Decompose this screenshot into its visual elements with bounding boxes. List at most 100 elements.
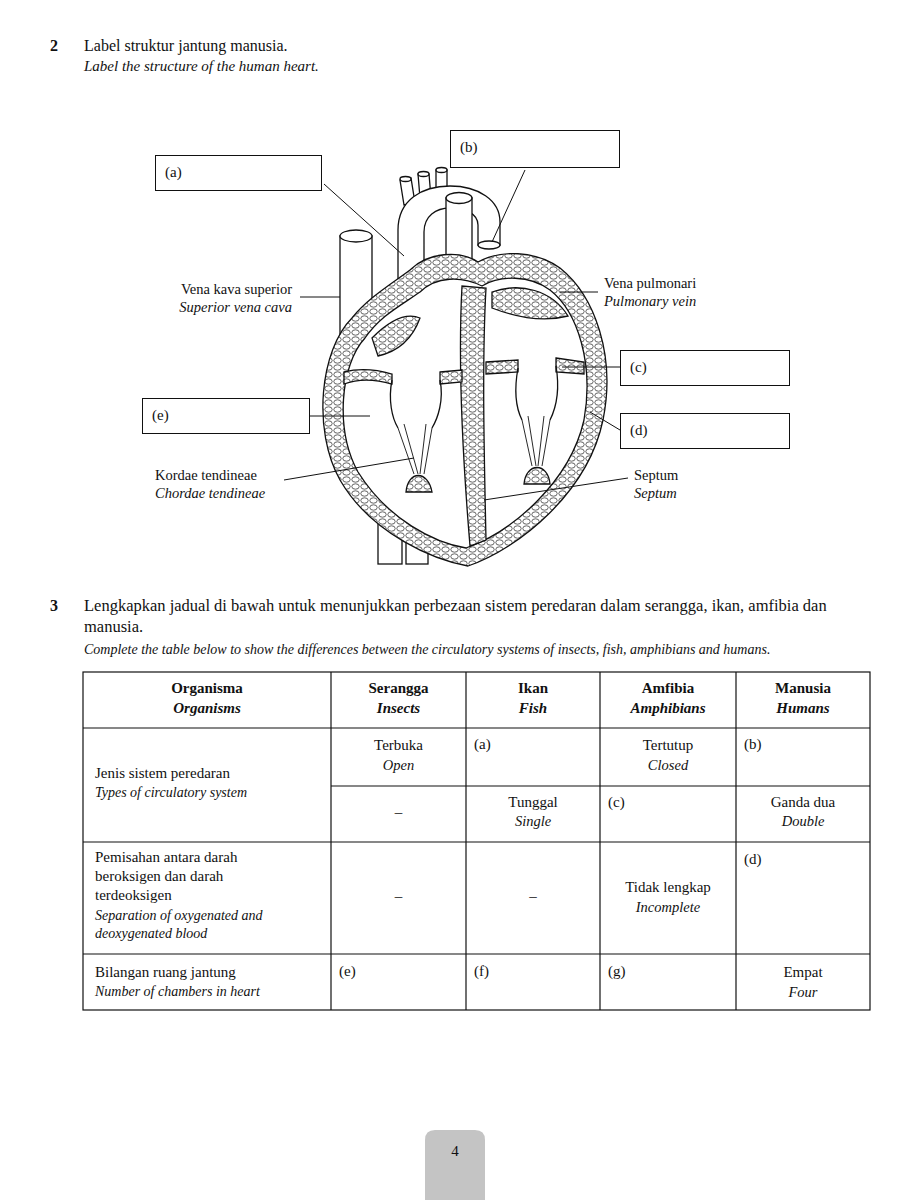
valve-ring <box>556 358 584 374</box>
heart-part <box>284 458 414 480</box>
label-text: Lengkapkan jadual di bawah untuk menunju… <box>84 596 874 637</box>
table-cell-text: Double <box>736 812 870 830</box>
table-cell-text: Serangga <box>331 679 466 698</box>
table-cell-text: Manusia <box>736 679 870 698</box>
table-cell-text: – <box>331 887 466 906</box>
table-cell-text: Fish <box>466 699 600 718</box>
label-text: Septum <box>634 484 677 502</box>
label-text: 4 <box>425 1142 485 1161</box>
answer-label: (a) <box>165 163 182 181</box>
heart-part <box>83 953 870 954</box>
table-cell-text: Organisms <box>83 699 331 718</box>
vessel-opening <box>400 177 411 182</box>
label-text: Kordae tendineae <box>155 466 257 484</box>
heart-part <box>83 727 870 728</box>
table-cell-text: (g) <box>608 962 626 981</box>
vessel-opening <box>340 230 372 242</box>
papillary-muscle <box>406 476 432 493</box>
heart-part <box>492 170 525 242</box>
valve-flap <box>550 366 558 420</box>
table-cell-text: Humans <box>736 699 870 718</box>
label-text: Septum <box>634 466 678 484</box>
table-cell-text: – <box>466 887 600 906</box>
table-cell-text: Separation of oxygenated and deoxygenate… <box>95 907 310 942</box>
table-cell-text: Tunggal <box>466 793 600 812</box>
heart-part <box>522 420 532 466</box>
atrium-texture <box>492 288 568 319</box>
table-cell-text: Organisma <box>83 679 331 698</box>
table-cell-text: Single <box>466 812 600 830</box>
heart-part <box>331 785 870 786</box>
label-text: Pulmonary vein <box>604 292 696 310</box>
label-text: 3 <box>50 596 58 616</box>
table-cell-text: Bilangan ruang jantung <box>95 963 236 982</box>
heart-part <box>735 672 736 1010</box>
label-text: Chordae tendineae <box>155 484 265 502</box>
page-tab <box>425 1130 485 1200</box>
table-cell-text: Open <box>331 756 466 774</box>
label-text: Label the structure of the human heart. <box>84 57 319 76</box>
label-text: Label struktur jantung manusia. <box>84 36 288 56</box>
heart-part <box>424 428 432 474</box>
answer-box: (b) <box>450 130 620 168</box>
heart-part <box>300 297 340 298</box>
heart-part <box>83 841 870 842</box>
heart-part <box>310 416 370 417</box>
table-cell-text: Incomplete <box>600 898 736 916</box>
label-text: Complete the table below to show the dif… <box>84 641 770 659</box>
valve-flap <box>432 380 441 428</box>
table-cell-text: Tidak lengkap <box>600 878 736 897</box>
answer-box: (d) <box>620 413 790 449</box>
table-cell-text: Closed <box>600 756 736 774</box>
heart-part <box>324 184 404 256</box>
heart-part <box>484 478 628 500</box>
chordae <box>398 416 550 474</box>
answer-label: (d) <box>630 421 648 439</box>
heart-part <box>599 672 600 1010</box>
heart-part <box>330 672 331 1010</box>
vessel-opening <box>418 172 429 177</box>
table-cell-text: Types of circulatory system <box>95 784 247 802</box>
table-cell-text: Ganda dua <box>736 793 870 812</box>
valve-ring <box>486 360 518 374</box>
label-text: Vena kava superior <box>130 280 292 298</box>
table-cell-text: Tertutup <box>600 736 736 755</box>
heart-part <box>560 292 598 293</box>
table-cell-text: Jenis sistem peredaran <box>95 764 230 783</box>
table-cell-text: Pemisahan antara darah beroksigen dan da… <box>95 848 300 904</box>
answer-label: (e) <box>152 406 169 424</box>
table-cell-text: Empat <box>736 963 870 982</box>
table-cell-text: Amphibians <box>600 699 736 718</box>
label-text: 2 <box>50 36 58 56</box>
table-cell-text: Insects <box>331 699 466 718</box>
answer-box: (e) <box>142 398 310 434</box>
table-cell-text: (b) <box>744 735 762 754</box>
leader-lines <box>284 170 628 500</box>
answer-box: (a) <box>155 155 322 191</box>
table-cell-text: Terbuka <box>331 736 466 755</box>
valve-ring <box>440 370 462 384</box>
table-cell-text: (e) <box>339 962 356 981</box>
vessel-opening <box>446 193 472 204</box>
heart-part <box>542 420 550 466</box>
vessel-opening <box>436 168 447 173</box>
heart-cavity <box>343 278 587 548</box>
table-cell-text: (f) <box>474 962 489 981</box>
papillary-muscle <box>524 468 550 485</box>
heart-part <box>420 424 426 474</box>
answer-box: (c) <box>620 350 790 386</box>
table-cell-text: Four <box>736 983 870 1001</box>
heart-part <box>590 412 620 430</box>
table-grid <box>83 672 870 1010</box>
table-cell-text: Number of chambers in heart <box>95 983 260 1001</box>
vessel-opening <box>478 241 500 249</box>
answer-label: (b) <box>460 138 478 156</box>
atrium-texture <box>372 316 420 356</box>
heart-part <box>562 367 620 368</box>
label-text: Superior vena cava <box>130 298 292 316</box>
label-text: Vena pulmonari <box>604 274 696 292</box>
heart-wall <box>323 254 607 566</box>
heart-part <box>404 424 418 474</box>
heart-part <box>528 416 536 466</box>
